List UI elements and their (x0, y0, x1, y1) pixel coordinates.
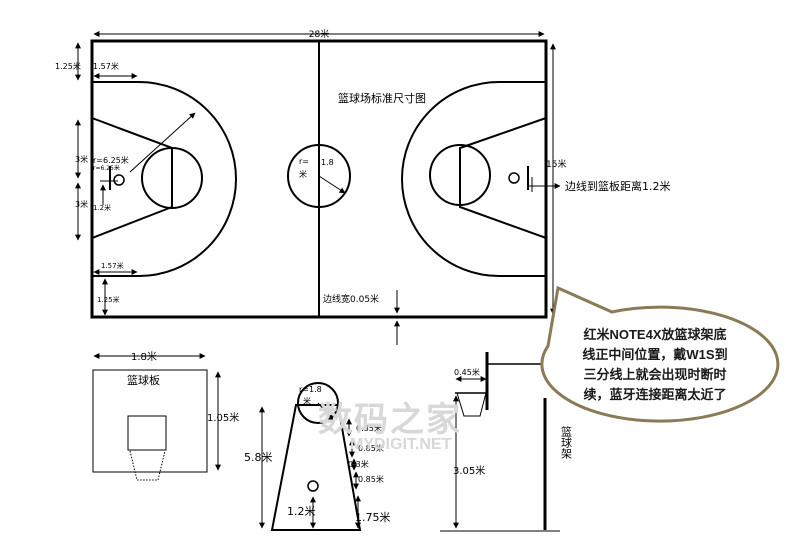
key-hoop (307, 480, 319, 492)
lane-085-3-label: 0.85米 (358, 474, 384, 484)
board-height-label: 1.05米 (207, 411, 239, 424)
key-free-throw-circle (297, 382, 339, 424)
center-radius-line (318, 175, 346, 194)
key-12-label: 1.2米 (287, 505, 316, 518)
bubble-line-2: 线正中间位置，戴W1S到 (582, 347, 728, 362)
right-free-throw-circle (429, 144, 491, 206)
width-label: 15米 (546, 158, 566, 170)
left-restricted-area (91, 116, 173, 240)
d12-left-label: 1.2米 (93, 203, 111, 212)
key-radius-line (317, 402, 334, 421)
sideline-label: 边线宽0.05米 (323, 293, 379, 305)
court-dimensions (75, 31, 561, 345)
bubble-text: 红米NOTE4X放篮球架底 线正中间位置，戴W1S到 三分线上就会出现时断时 续… (560, 325, 750, 405)
center-r-a-label: r= (299, 157, 309, 166)
center-r-val-label: 1.8 (321, 158, 334, 167)
d157-bottom-label: 1.57米 (101, 261, 124, 270)
center-r-b-label: 米 (299, 169, 307, 179)
key-panel (259, 382, 362, 531)
backboard (92, 369, 208, 473)
lane-085-1-label: 0.85米 (356, 423, 382, 433)
stand-labels: 0.45米 3.05米 篮球架 (453, 367, 573, 477)
bubble-line-1: 红米NOTE4X放篮球架底 (583, 327, 727, 342)
backboard-net (129, 450, 166, 481)
hoop-045-label: 0.45米 (454, 367, 480, 377)
margin-top-label: 1.25米 (55, 61, 81, 71)
court (90, 39, 548, 319)
right-three-point-line (401, 81, 546, 277)
edge-board-label: 边线到篮板距离1.2米 (565, 179, 671, 193)
backboard-labels: 1.8米 篮球板 1.05米 (127, 350, 239, 424)
key-lane (270, 404, 362, 531)
watermark-logo: 数码之家 (318, 401, 462, 439)
key-radius-unit: 米 (303, 396, 311, 406)
key-175-label: 1.75米 (355, 511, 391, 524)
left-three-point-line (92, 81, 237, 277)
backboard-panel (92, 353, 221, 481)
three-bottom-label: 3米 (75, 199, 88, 209)
hoop-height-label: 3.05米 (453, 464, 485, 477)
radius-625-sub-label: r=6.25米 (93, 164, 120, 172)
lane-085-2-label: 0.85米 (358, 443, 384, 453)
court-labels: 28米 1.25米 1.57米 篮球场标准尺寸图 3米 r=6.25米 r=6.… (55, 28, 671, 305)
board-width-label: 1.8米 (131, 350, 157, 363)
d157-top-label: 1.57米 (93, 61, 119, 71)
left-free-throw-circle (141, 147, 203, 209)
key-radius-label: r=1.8 (299, 385, 322, 394)
radius-625-line (129, 112, 196, 173)
watermark-url: MYDIGIT.NET (350, 436, 452, 453)
right-hoop (508, 172, 520, 184)
bubble-line-3: 三分线上就会出现时断时 (583, 367, 727, 382)
stand-panel (440, 352, 560, 532)
margin-bottom-label: 1.25米 (97, 295, 120, 304)
board-label: 篮球板 (127, 373, 160, 387)
bubble-line-4: 续，蓝牙连接距离太近了 (583, 387, 727, 402)
lane-03-label: 0.3米 (348, 459, 369, 469)
court-title: 篮球场标准尺寸图 (338, 91, 426, 105)
right-restricted-area (459, 116, 547, 240)
backboard-target (127, 415, 167, 451)
three-top-label: 3米 (75, 154, 88, 164)
radius-625-label: r=6.25米 (93, 155, 129, 165)
key-length-label: 5.8米 (244, 451, 273, 464)
speech-bubble (540, 285, 780, 423)
center-circle (287, 144, 351, 208)
length-label: 28米 (309, 28, 329, 40)
key-labels: r=1.8 米 5.8米 0.85米 0.85米 0.3米 0.85米 1.2米… (244, 385, 391, 524)
stand-label: 篮球架 (560, 425, 573, 459)
stand-net (456, 392, 487, 417)
left-hoop (113, 174, 125, 186)
